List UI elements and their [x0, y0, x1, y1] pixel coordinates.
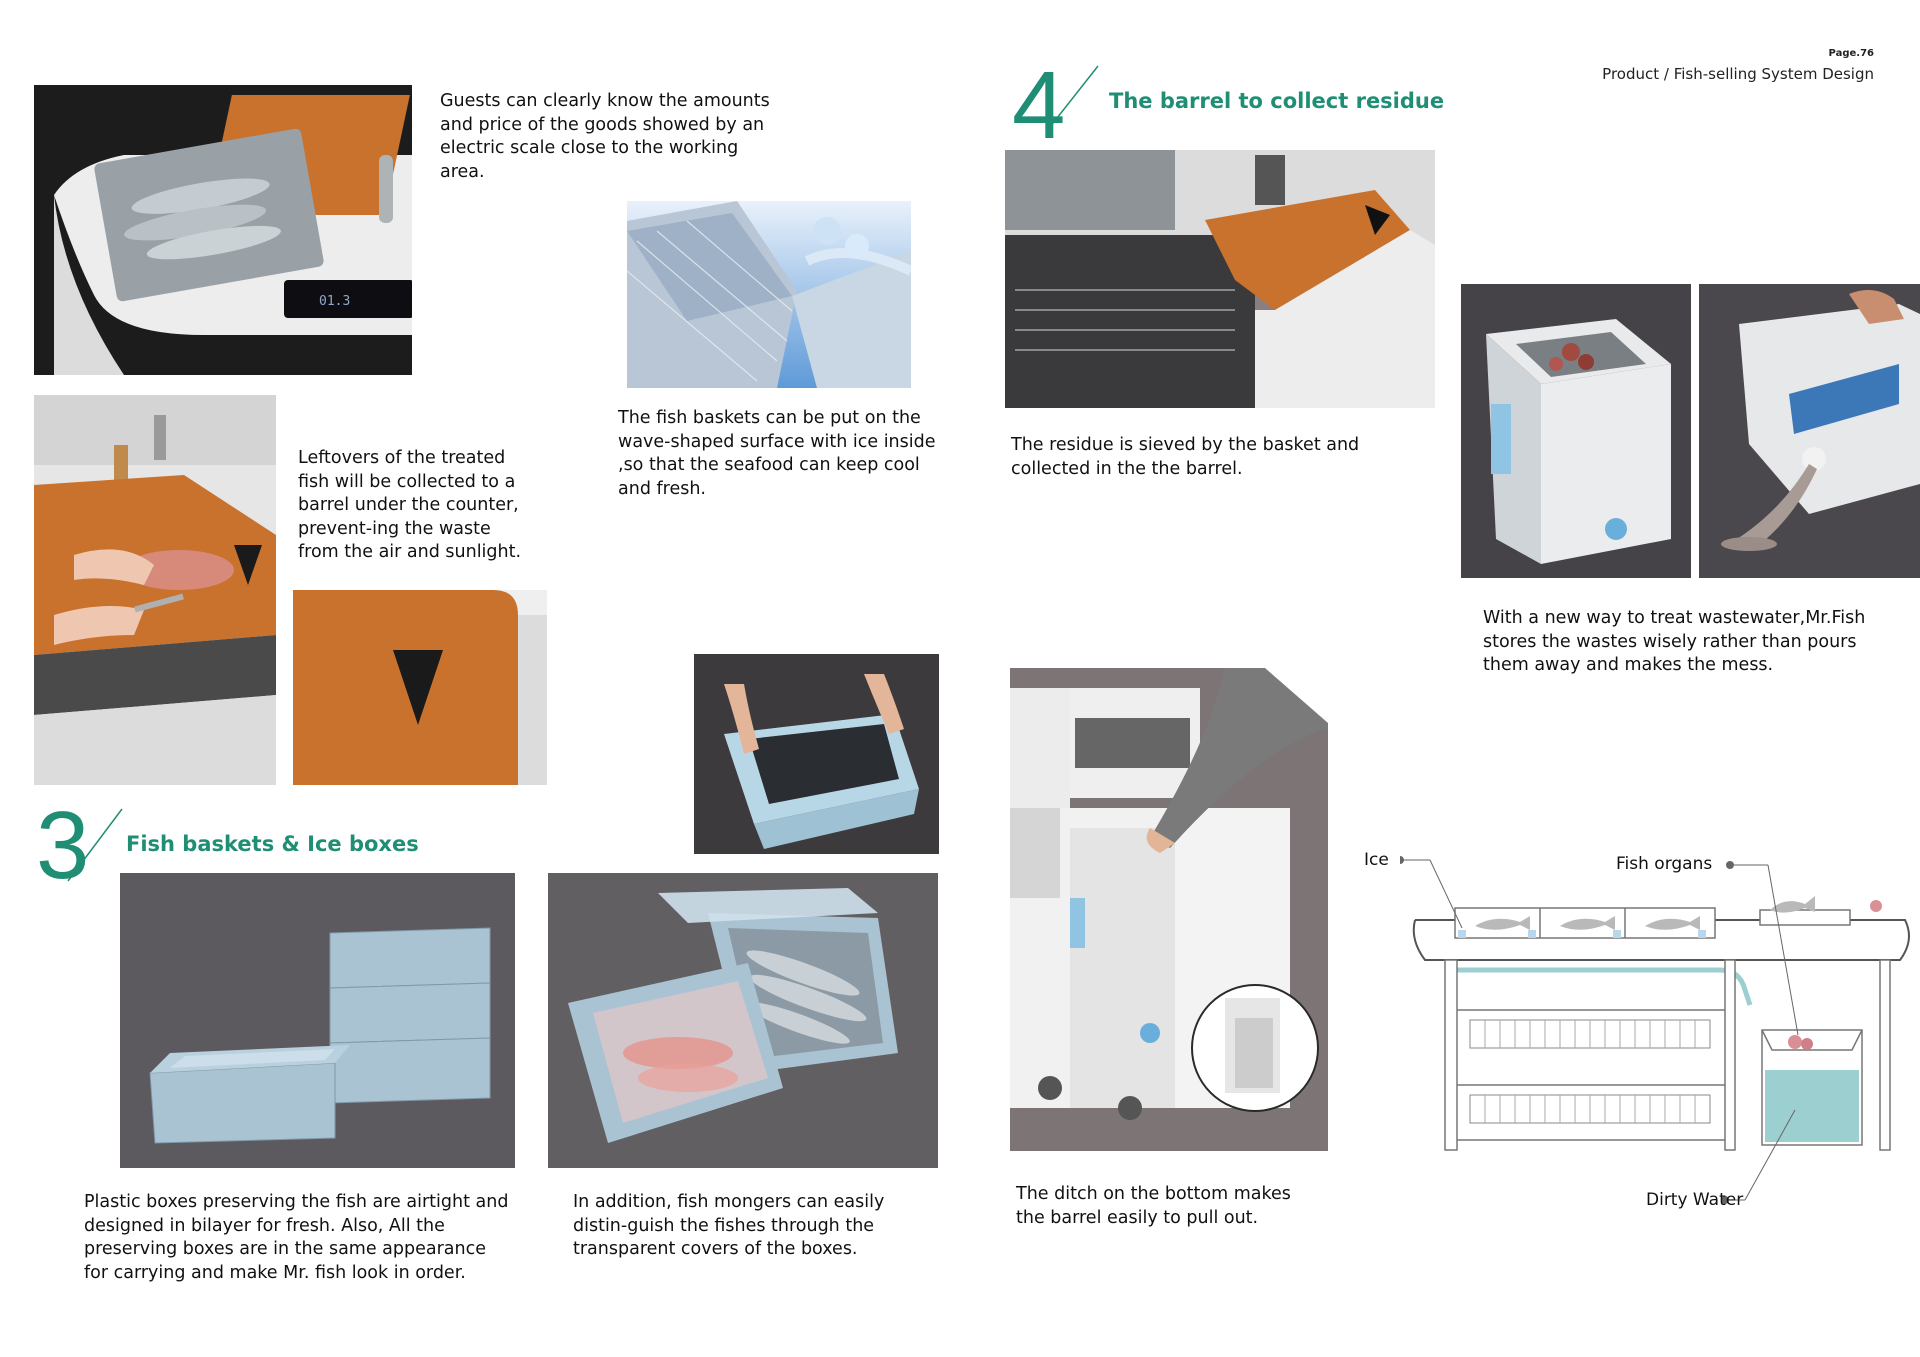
photo-cutting-fish [34, 395, 276, 785]
photo-counter-board [1005, 150, 1435, 408]
diagram-label-dirty-water: Dirty Water [1646, 1190, 1744, 1210]
photo-pulling-barrel [1010, 668, 1328, 1151]
photo-scale-counter: 01.3 [34, 85, 412, 375]
section4-number: 4 [1012, 52, 1066, 159]
diagram-label-ice: Ice [1364, 850, 1389, 870]
photo-lifting-icebox [694, 654, 939, 854]
photo-open-boxes-fish [548, 873, 938, 1168]
text-plastic-boxes: Plastic boxes preserving the fish are ai… [84, 1192, 509, 1283]
photo-stacked-boxes [120, 873, 515, 1168]
text-scale: Guests can clearly know the amounts and … [440, 91, 770, 182]
photo-barrel-sieve [1461, 284, 1691, 578]
diagram-label-fish-organs: Fish organs [1616, 854, 1713, 874]
page-number: Page.76 [1828, 48, 1874, 59]
photo-triangle-hole [293, 590, 547, 785]
photo-baskets-wave [627, 201, 911, 388]
text-residue: The residue is sieved by the basket and … [1011, 435, 1360, 479]
section3-title: Fish baskets & Ice boxes [126, 832, 419, 856]
text-ditch: The ditch on the bottom makes the barrel… [1016, 1184, 1291, 1228]
text-leftovers: Leftovers of the treated fish will be co… [298, 448, 522, 562]
section4-title: The barrel to collect residue [1109, 89, 1445, 113]
scale-readout: 01.3 [319, 294, 350, 309]
section3-slash [67, 808, 123, 882]
text-addition: In addition, fish mongers can easily dis… [573, 1192, 885, 1259]
photo-pouring-barrel [1699, 284, 1920, 578]
text-wastewater: With a new way to treat wastewater,Mr.Fi… [1483, 608, 1866, 675]
section3-number: 3 [36, 792, 90, 899]
diagram-cross-section: Ice Fish organs Dirty Water [1364, 830, 1920, 1230]
section-breadcrumb: Product / Fish-selling System Design [1602, 65, 1874, 83]
text-baskets: The fish baskets can be put on the wave-… [618, 408, 936, 499]
section4-slash [1045, 65, 1099, 133]
